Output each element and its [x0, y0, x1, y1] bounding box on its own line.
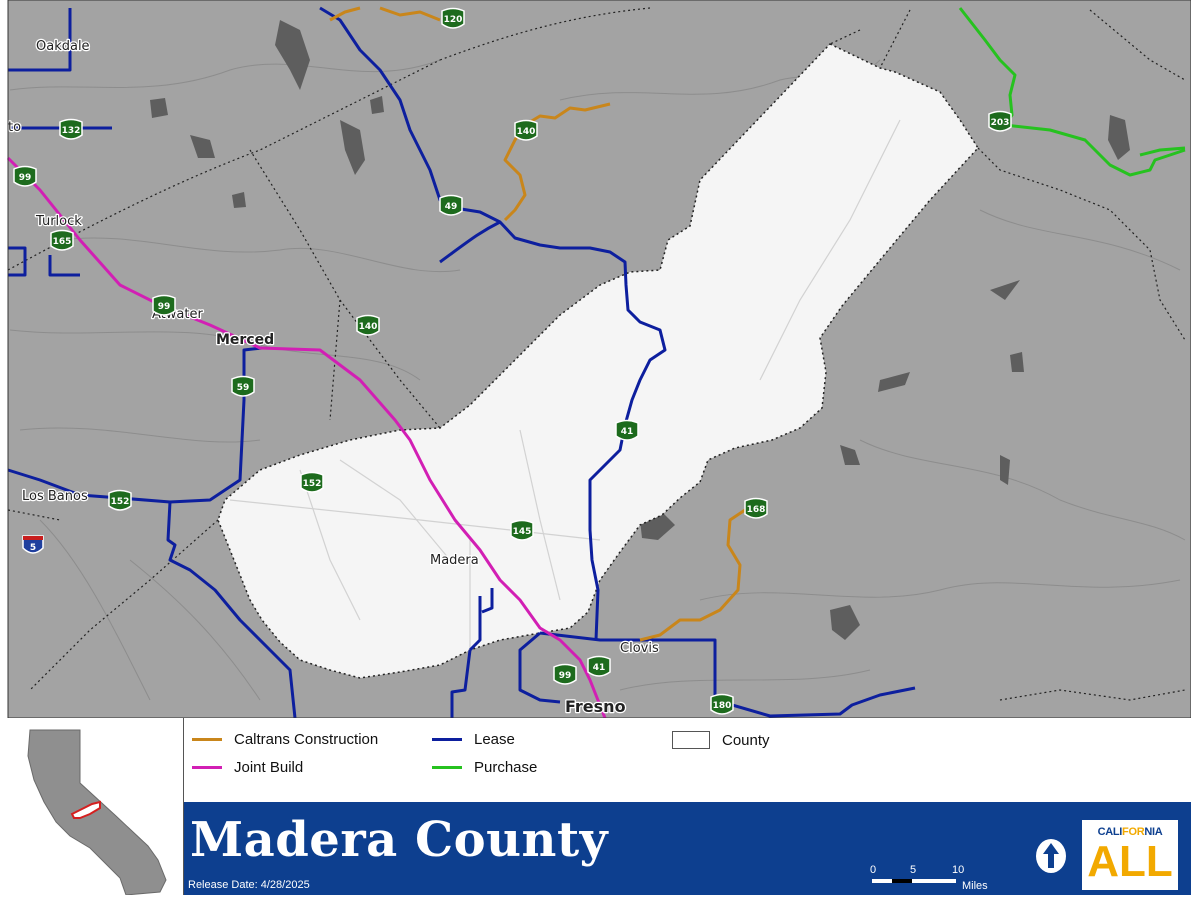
scale-segment-1 [872, 879, 892, 883]
svg-text:99: 99 [559, 671, 572, 681]
highway-shields: 120 132 99 165 140 49 203 99 [13, 7, 1012, 715]
svg-text:140: 140 [359, 322, 378, 332]
scale-tick-10: 10 [952, 864, 964, 876]
county-roads [229, 119, 901, 650]
svg-text:140: 140 [517, 127, 536, 137]
shield-99-atwater-icon[interactable]: 99 [152, 294, 176, 316]
map-border [7, 0, 1191, 718]
svg-text:132: 132 [62, 126, 81, 136]
california-for-all-logo: CALIFORNIA ALL [1082, 820, 1178, 890]
legend-item-county: County [672, 731, 770, 749]
shield-41-north-icon[interactable]: 41 [615, 419, 639, 441]
svg-text:120: 120 [444, 15, 463, 25]
legend-item-purchase: Purchase [432, 759, 537, 776]
scale-unit: Miles [962, 880, 988, 892]
svg-text:99: 99 [158, 302, 171, 312]
map-title: Madera County [190, 812, 609, 868]
shield-interstate-5-icon[interactable]: 5 [22, 535, 44, 554]
shield-41-south-icon[interactable]: 41 [587, 655, 611, 677]
shield-168-icon[interactable]: 168 [744, 497, 768, 519]
california-outline-icon [27, 729, 167, 896]
town-label-oakdale: Oakdale [36, 39, 90, 54]
town-label-partial: to [8, 120, 21, 135]
shield-180-icon[interactable]: 180 [710, 693, 734, 715]
shield-132-icon[interactable]: 132 [59, 118, 83, 140]
shield-145-icon[interactable]: 145 [510, 519, 534, 541]
inset-locator-map [8, 718, 184, 896]
town-label-merced: Merced [216, 332, 274, 348]
legend-label-caltrans-construction: Caltrans Construction [234, 731, 379, 748]
scale-segment-2 [892, 879, 912, 883]
shield-165-icon[interactable]: 165 [50, 229, 74, 251]
legend-swatch-county [672, 731, 710, 749]
svg-text:145: 145 [513, 527, 532, 537]
svg-text:49: 49 [445, 202, 458, 212]
logo-main-text: ALL [1087, 837, 1173, 886]
legend-item-lease: Lease [432, 731, 515, 748]
svg-text:168: 168 [747, 505, 766, 515]
lakes [150, 20, 1130, 640]
shield-99-north-icon[interactable]: 99 [13, 165, 37, 187]
legend-swatch-lease [432, 738, 462, 741]
town-label-fresno: Fresno [565, 697, 626, 716]
svg-text:5: 5 [30, 543, 36, 553]
title-bar: Madera County Release Date: 4/28/2025 0 … [184, 802, 1191, 895]
shield-152-west-icon[interactable]: 152 [108, 489, 132, 511]
town-label-los-banos: Los Banos [22, 489, 88, 504]
creeks [9, 59, 1186, 701]
map-left-margin [0, 0, 8, 718]
town-label-turlock: Turlock [35, 214, 82, 229]
svg-text:180: 180 [713, 701, 732, 711]
svg-text:99: 99 [19, 173, 32, 183]
svg-text:41: 41 [621, 427, 634, 437]
svg-text:203: 203 [991, 118, 1010, 128]
map-canvas[interactable]: Oakdale to Turlock Atwater Merced Los Ba… [0, 0, 1191, 718]
legend-label-lease: Lease [474, 731, 515, 748]
legend-swatch-purchase [432, 766, 462, 769]
legend: Caltrans Construction Joint Build Lease … [184, 718, 1191, 802]
legend-label-county: County [722, 731, 770, 749]
svg-text:152: 152 [111, 497, 130, 507]
logo-top-text: CALIFORNIA [1097, 826, 1163, 838]
county-polygon-madera[interactable] [217, 43, 979, 679]
shield-59-icon[interactable]: 59 [231, 375, 255, 397]
shield-49-icon[interactable]: 49 [439, 194, 463, 216]
svg-text:59: 59 [237, 383, 250, 393]
north-arrow-icon [1036, 839, 1066, 873]
shield-203-icon[interactable]: 203 [988, 110, 1012, 132]
shield-99-fresno-icon[interactable]: 99 [553, 663, 577, 685]
svg-text:165: 165 [53, 237, 72, 247]
routes-joint-build [6, 156, 607, 718]
legend-swatch-joint-build [192, 766, 222, 769]
town-label-clovis: Clovis [620, 641, 659, 656]
shield-152-east-icon[interactable]: 152 [300, 471, 324, 493]
svg-text:152: 152 [303, 479, 322, 489]
routes-purchase [958, 7, 1186, 177]
scale-segment-3 [912, 879, 956, 883]
legend-item-joint-build: Joint Build [192, 759, 303, 776]
shield-120-icon[interactable]: 120 [441, 7, 465, 29]
legend-label-joint-build: Joint Build [234, 759, 304, 776]
town-label-madera: Madera [430, 553, 479, 568]
shield-140-west-icon[interactable]: 140 [356, 314, 380, 336]
shield-140-north-icon[interactable]: 140 [514, 119, 538, 141]
legend-swatch-caltrans-construction [192, 738, 222, 741]
scale-tick-0: 0 [870, 864, 876, 876]
release-date: Release Date: 4/28/2025 [188, 879, 310, 891]
svg-text:41: 41 [593, 663, 606, 673]
county-boundaries [7, 7, 1186, 701]
scale-tick-5: 5 [910, 864, 916, 876]
scale-bar: 0 5 10 Miles [870, 864, 988, 892]
legend-label-purchase: Purchase [474, 759, 538, 776]
legend-item-caltrans-construction: Caltrans Construction [192, 731, 378, 748]
